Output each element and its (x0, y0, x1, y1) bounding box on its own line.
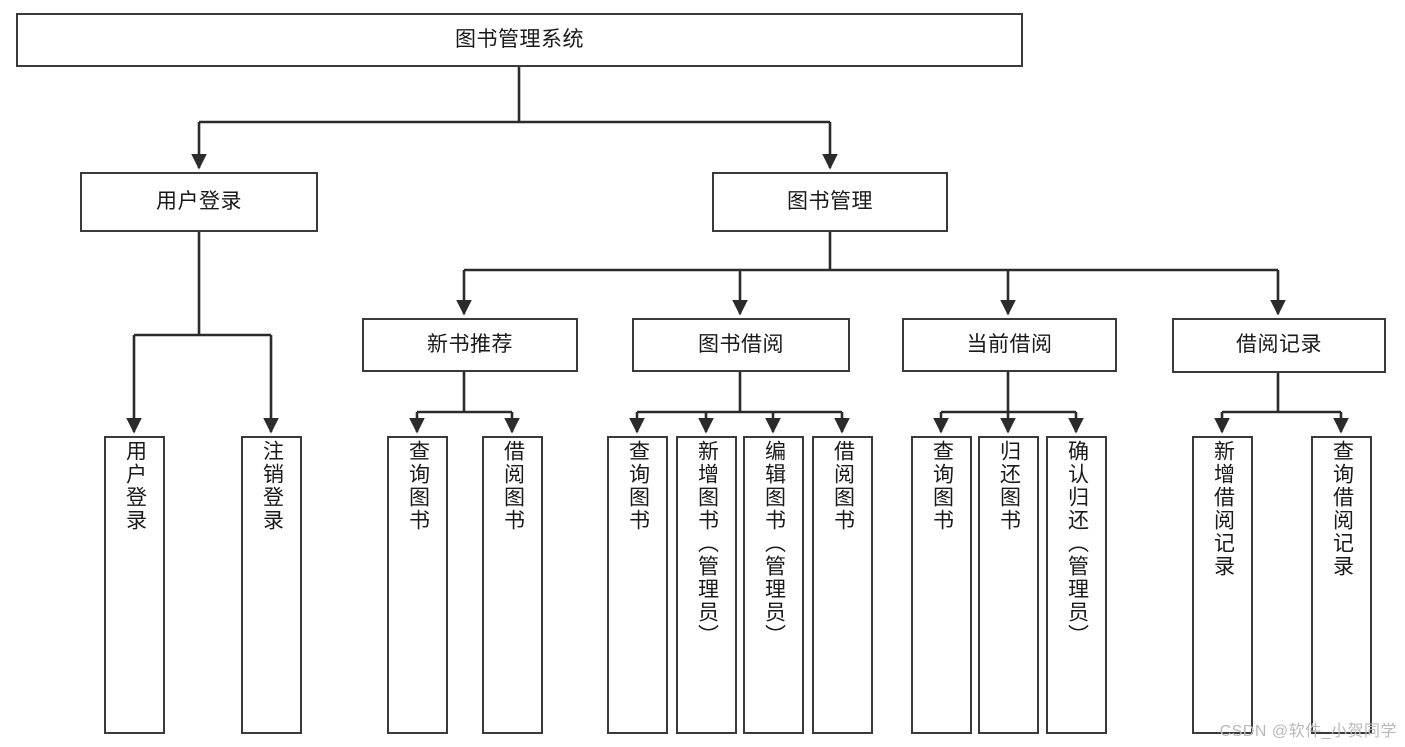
node-root-book-management-system[interactable]: 图书管理系统 (16, 13, 1023, 67)
node-label: 用户登录 (156, 189, 242, 213)
node-label: 借阅记录 (1236, 333, 1322, 357)
node-book-borrow[interactable]: 图书借阅 (632, 318, 850, 372)
node-label: 借阅图书 (831, 440, 855, 532)
node-label: 编辑图书（管理员） (762, 440, 786, 647)
node-label: 查询借阅记录 (1330, 440, 1354, 578)
node-label: 图书管理系统 (455, 27, 584, 51)
node-leaf-add-book-admin[interactable]: 新增图书（管理员） (676, 436, 737, 734)
node-leaf-borrow-book-recommend[interactable]: 借阅图书 (482, 436, 543, 734)
node-label: 新增借阅记录 (1211, 440, 1235, 578)
node-label: 图书管理 (787, 189, 873, 213)
node-label: 新增图书（管理员） (695, 440, 719, 647)
node-new-book-recommend[interactable]: 新书推荐 (362, 318, 578, 372)
node-label: 新书推荐 (427, 332, 513, 356)
node-leaf-query-book-borrow[interactable]: 查询图书 (607, 436, 668, 734)
node-label: 查询图书 (930, 440, 954, 532)
node-label: 当前借阅 (966, 332, 1053, 356)
node-leaf-logout-login[interactable]: 注销登录 (241, 436, 302, 734)
node-user-login[interactable]: 用户登录 (80, 172, 318, 232)
node-current-borrow[interactable]: 当前借阅 (902, 318, 1117, 372)
node-label: 用户登录 (123, 440, 147, 532)
node-leaf-confirm-return-admin[interactable]: 确认归还（管理员） (1046, 436, 1107, 734)
node-book-management[interactable]: 图书管理 (712, 172, 948, 232)
node-leaf-query-book-current[interactable]: 查询图书 (911, 436, 972, 734)
node-borrow-record[interactable]: 借阅记录 (1172, 318, 1386, 373)
node-label: 借阅图书 (501, 440, 525, 532)
node-leaf-query-borrow-record[interactable]: 查询借阅记录 (1311, 436, 1372, 734)
node-label: 注销登录 (260, 440, 284, 532)
node-label: 归还图书 (997, 440, 1021, 532)
node-leaf-edit-book-admin[interactable]: 编辑图书（管理员） (743, 436, 804, 734)
node-leaf-user-login[interactable]: 用户登录 (104, 436, 165, 734)
node-label: 确认归还（管理员） (1065, 440, 1089, 647)
node-leaf-return-book[interactable]: 归还图书 (978, 436, 1039, 734)
node-label: 查询图书 (406, 440, 430, 532)
node-label: 查询图书 (626, 440, 650, 532)
node-leaf-add-borrow-record[interactable]: 新增借阅记录 (1192, 436, 1253, 734)
node-leaf-borrow-book[interactable]: 借阅图书 (812, 436, 873, 734)
node-label: 图书借阅 (698, 332, 784, 356)
node-leaf-query-book-recommend[interactable]: 查询图书 (387, 436, 448, 734)
